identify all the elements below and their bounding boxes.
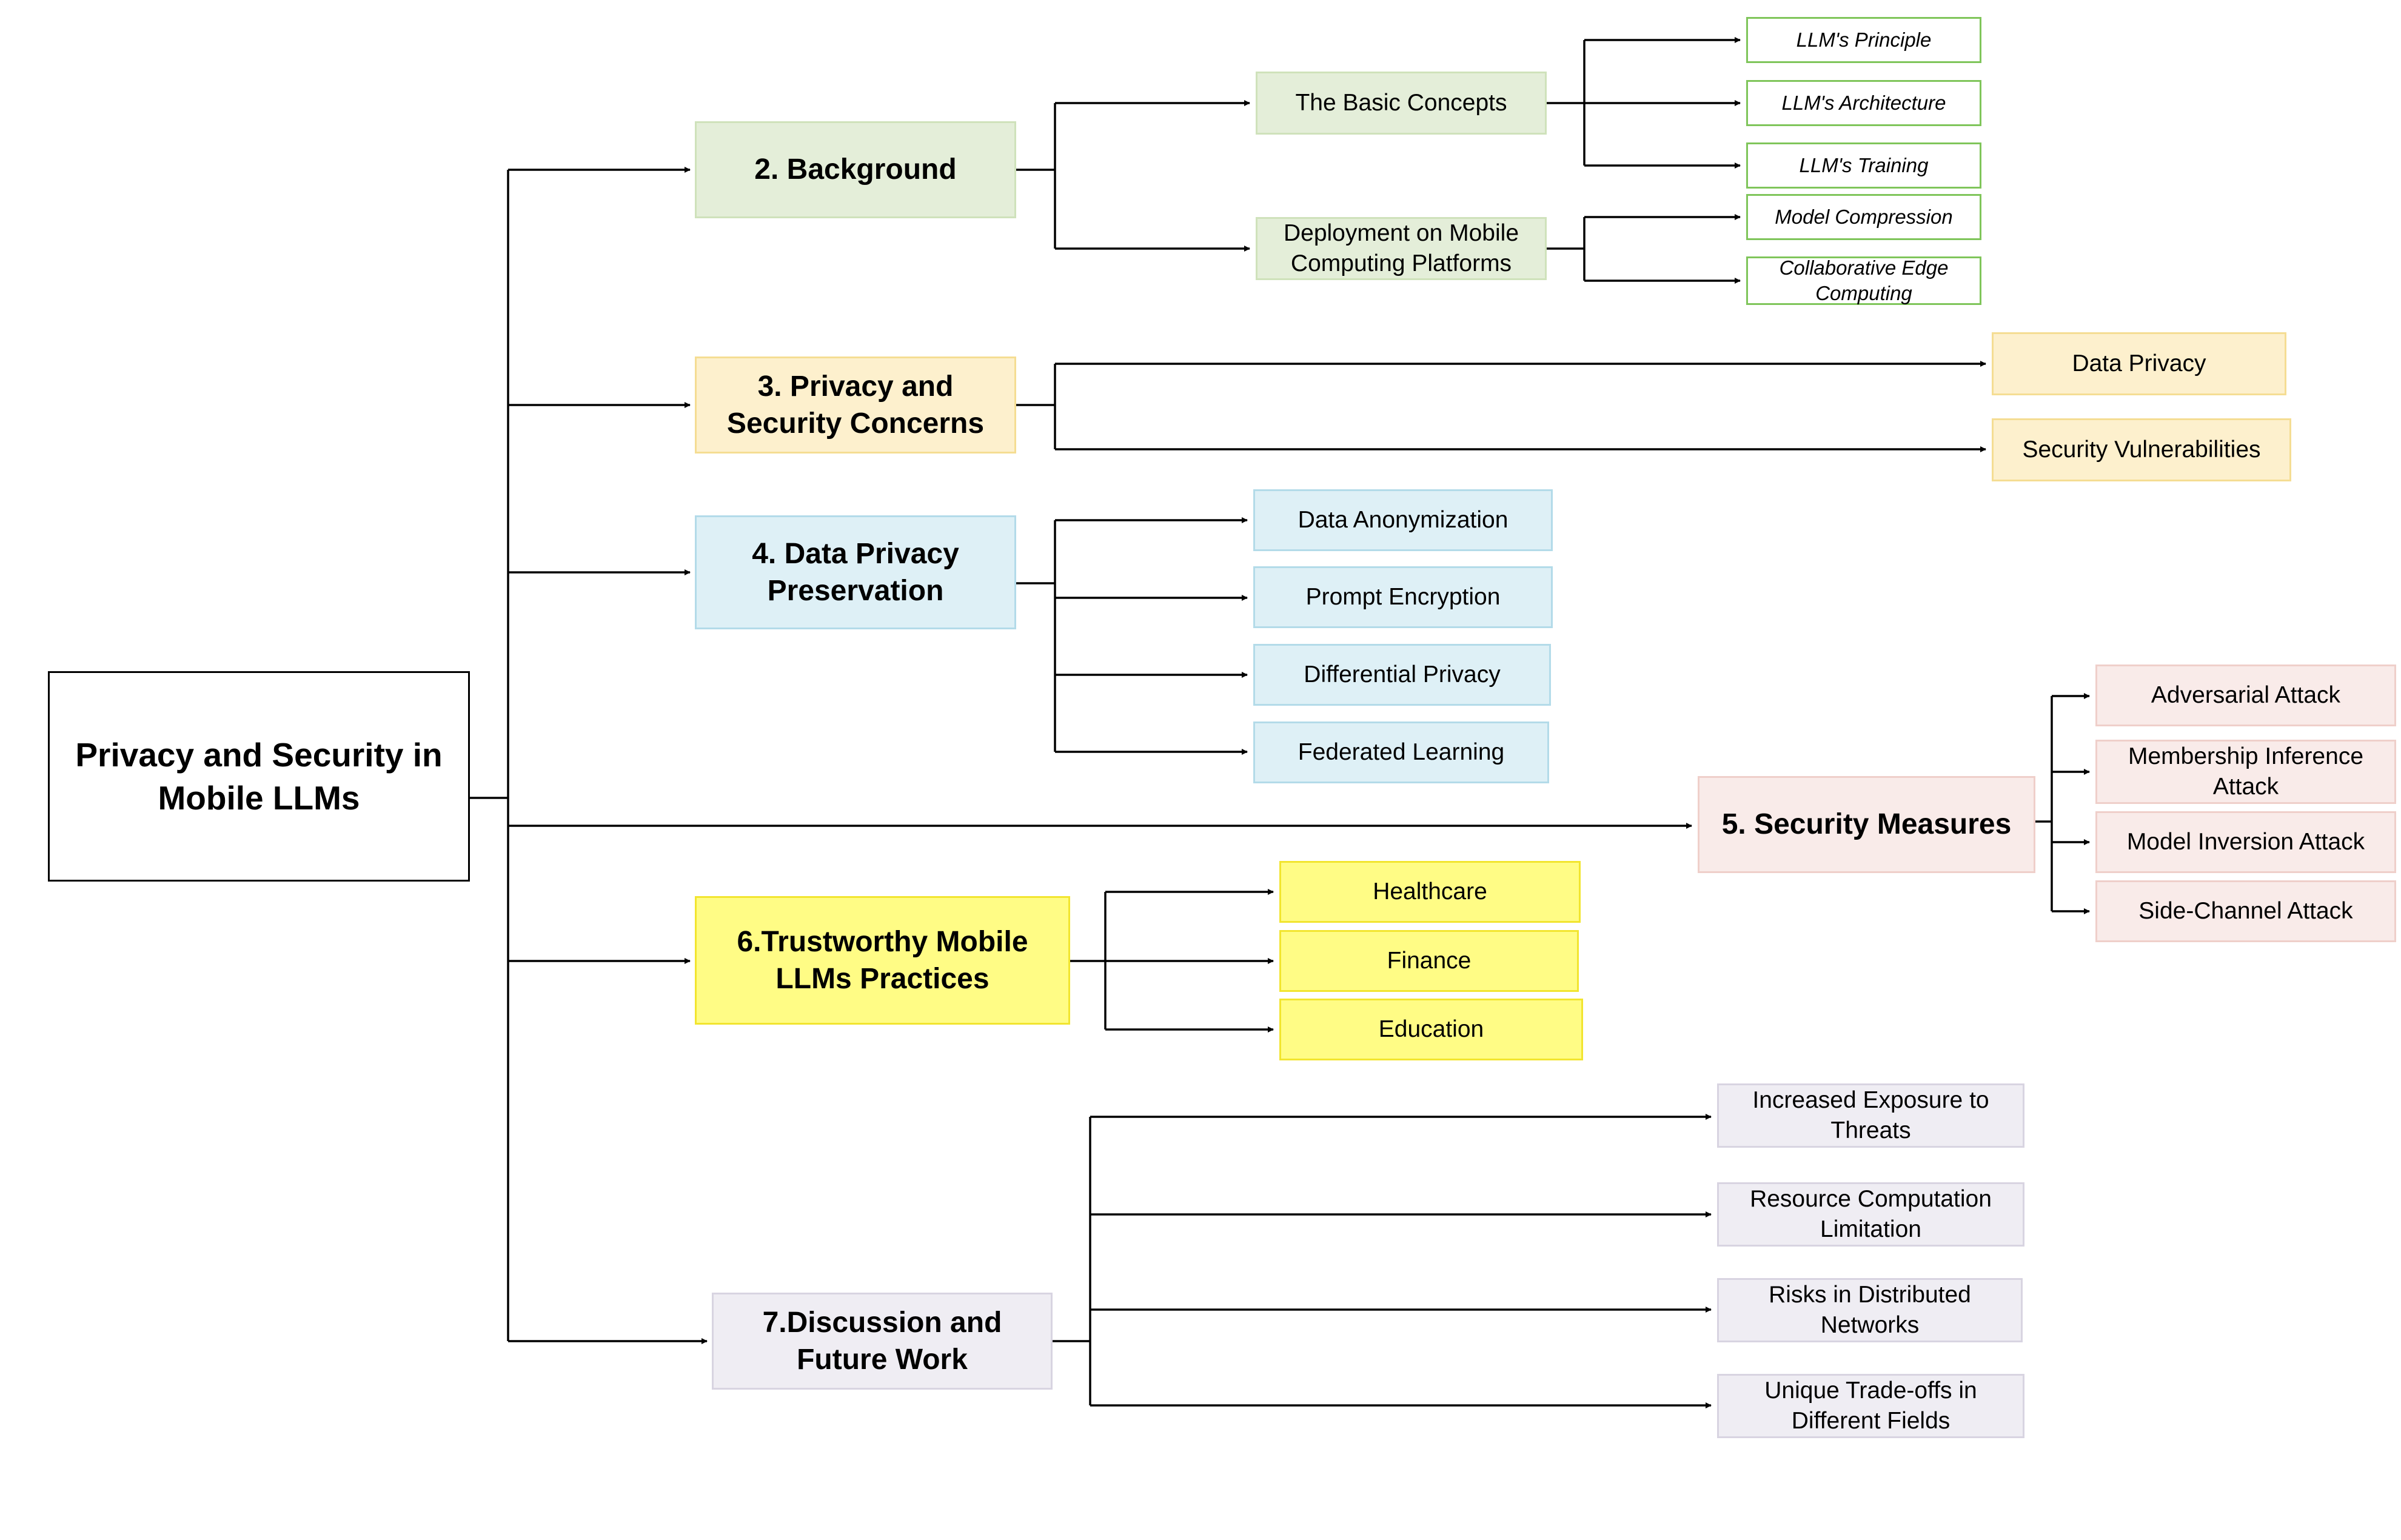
healthcare-label: Healthcare [1373,879,1487,905]
node-data-privacy: Data Privacy [1992,332,2286,395]
data-privacy-label: Data Privacy [2072,350,2206,377]
collaborative-edge-label: Collaborative Edge Computing [1779,256,1949,304]
llm-training-label: LLM's Training [1799,153,1929,176]
section-background: 2. Background [695,121,1016,218]
node-distributed-risks: Risks in Distributed Networks [1717,1278,2023,1342]
root-title: Privacy and Security in Mobile LLMs [75,736,443,817]
root-node: Privacy and Security in Mobile LLMs [48,671,470,882]
model-compression-label: Model Compression [1775,205,1953,228]
section-concerns-title: 3. Privacy and Security Concerns [726,370,985,440]
data-anonymization-label: Data Anonymization [1298,507,1509,534]
node-basic-concepts: The Basic Concepts [1256,72,1547,135]
llm-principle-label: LLM's Principle [1796,28,1932,51]
section-background-title: 2. Background [754,153,957,186]
distributed-risks-label: Risks in Distributed Networks [1769,1282,1971,1338]
llm-architecture-label: LLM's Architecture [1781,91,1946,114]
node-education: Education [1279,999,1583,1060]
section-discussion-title: 7.Discussion and Future Work [762,1306,1002,1376]
node-trade-offs: Unique Trade-offs in Different Fields [1717,1374,2024,1438]
node-differential-privacy: Differential Privacy [1253,644,1551,706]
basic-concepts-label: The Basic Concepts [1295,90,1507,116]
finance-label: Finance [1387,948,1472,974]
section-concerns: 3. Privacy and Security Concerns [695,357,1016,454]
trade-offs-label: Unique Trade-offs in Different Fields [1764,1378,1977,1434]
prompt-encryption-label: Prompt Encryption [1305,584,1501,611]
membership-inference-label: Membership Inference Attack [2128,743,2364,800]
adversarial-attack-label: Adversarial Attack [2151,682,2341,709]
node-finance: Finance [1279,930,1579,992]
node-side-channel: Side-Channel Attack [2095,880,2396,942]
side-channel-label: Side-Channel Attack [2138,898,2353,925]
node-collaborative-edge: Collaborative Edge Computing [1746,256,1981,305]
node-federated-learning: Federated Learning [1253,721,1549,783]
section-security-title: 5. Security Measures [1721,808,2012,841]
node-deployment: Deployment on Mobile Computing Platforms [1256,217,1547,280]
section-trustworthy-title: 6.Trustworthy Mobile LLMs Practices [737,925,1028,995]
node-membership-inference: Membership Inference Attack [2095,740,2396,804]
node-model-inversion: Model Inversion Attack [2095,811,2396,873]
node-model-compression: Model Compression [1746,194,1981,240]
increased-exposure-label: Increased Exposure to Threats [1752,1087,1989,1143]
node-llm-architecture: LLM's Architecture [1746,80,1981,126]
node-security-vulnerabilities: Security Vulnerabilities [1992,418,2291,481]
model-inversion-label: Model Inversion Attack [2126,829,2365,855]
federated-learning-label: Federated Learning [1298,739,1505,766]
resource-limitation-label: Resource Computation Limitation [1750,1186,1992,1242]
security-vulnerabilities-label: Security Vulnerabilities [2022,437,2261,463]
node-llm-principle: LLM's Principle [1746,17,1981,63]
node-increased-exposure: Increased Exposure to Threats [1717,1083,2024,1148]
node-resource-limitation: Resource Computation Limitation [1717,1182,2024,1247]
differential-privacy-label: Differential Privacy [1304,661,1501,688]
section-discussion: 7.Discussion and Future Work [712,1293,1053,1390]
node-llm-training: LLM's Training [1746,142,1981,189]
deployment-label: Deployment on Mobile Computing Platforms [1283,220,1519,276]
node-healthcare: Healthcare [1279,861,1581,923]
education-label: Education [1378,1016,1484,1043]
section-security: 5. Security Measures [1698,776,2035,873]
node-adversarial-attack: Adversarial Attack [2095,665,2396,726]
section-trustworthy: 6.Trustworthy Mobile LLMs Practices [695,896,1070,1025]
section-preservation: 4. Data Privacy Preservation [695,515,1016,629]
node-prompt-encryption: Prompt Encryption [1253,566,1553,628]
section-preservation-title: 4. Data Privacy Preservation [752,537,959,607]
node-data-anonymization: Data Anonymization [1253,489,1553,551]
